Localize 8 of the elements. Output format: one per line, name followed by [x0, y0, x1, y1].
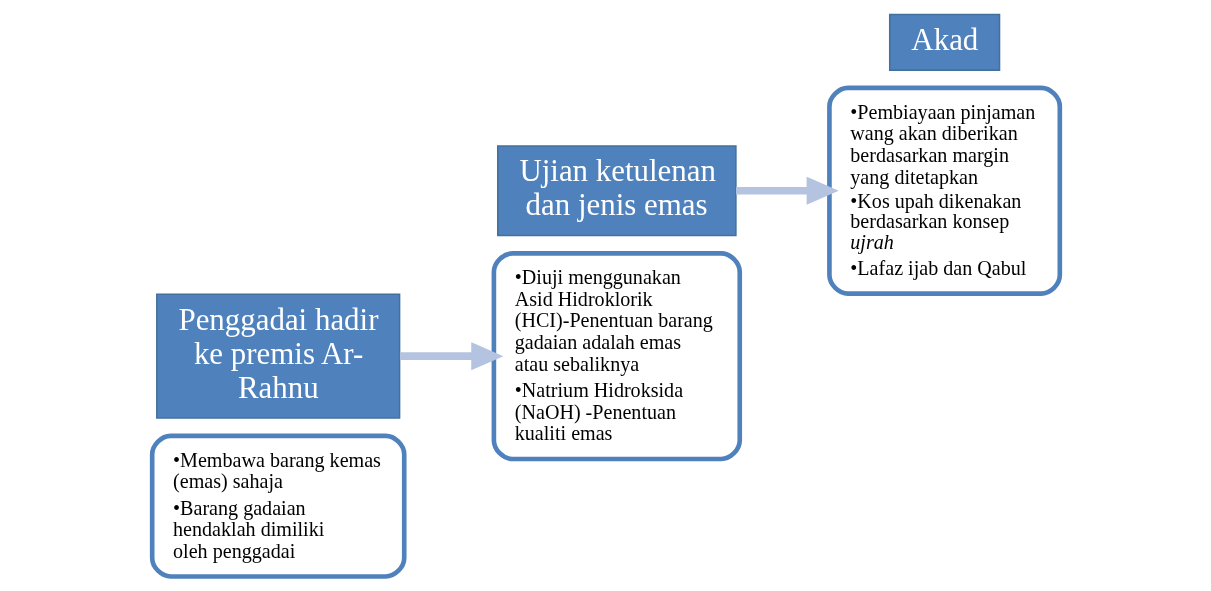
arrow	[399, 342, 503, 371]
arrow	[735, 176, 839, 205]
node-box: •Membawa barang kemas (emas) sahaja •Barang gadaian hendaklah dimiliki oleh penggadai	[149, 433, 407, 579]
node-box: •Diuji menggunakan Asid Hidroklorik (HCI)-Penentuan barang gadaian adalah emas atau sebaliknya •Natrium Hidroksida (NaOH) -Penentuan kualiti emas	[491, 251, 742, 462]
node-box: Akad	[888, 13, 1000, 71]
node-box: Ujian ketulenan dan jenis emas	[496, 145, 737, 237]
node-box: •Pembiayaan pinjaman wang akan diberikan berdasarkan margin yang ditetapkan •Kos upah dikenakan berdasarkan konsep ujrah •Lafaz ijab dan Qabul	[826, 85, 1062, 296]
node-box: Penggadai hadir ke premis Ar-Rahnu	[155, 293, 400, 419]
